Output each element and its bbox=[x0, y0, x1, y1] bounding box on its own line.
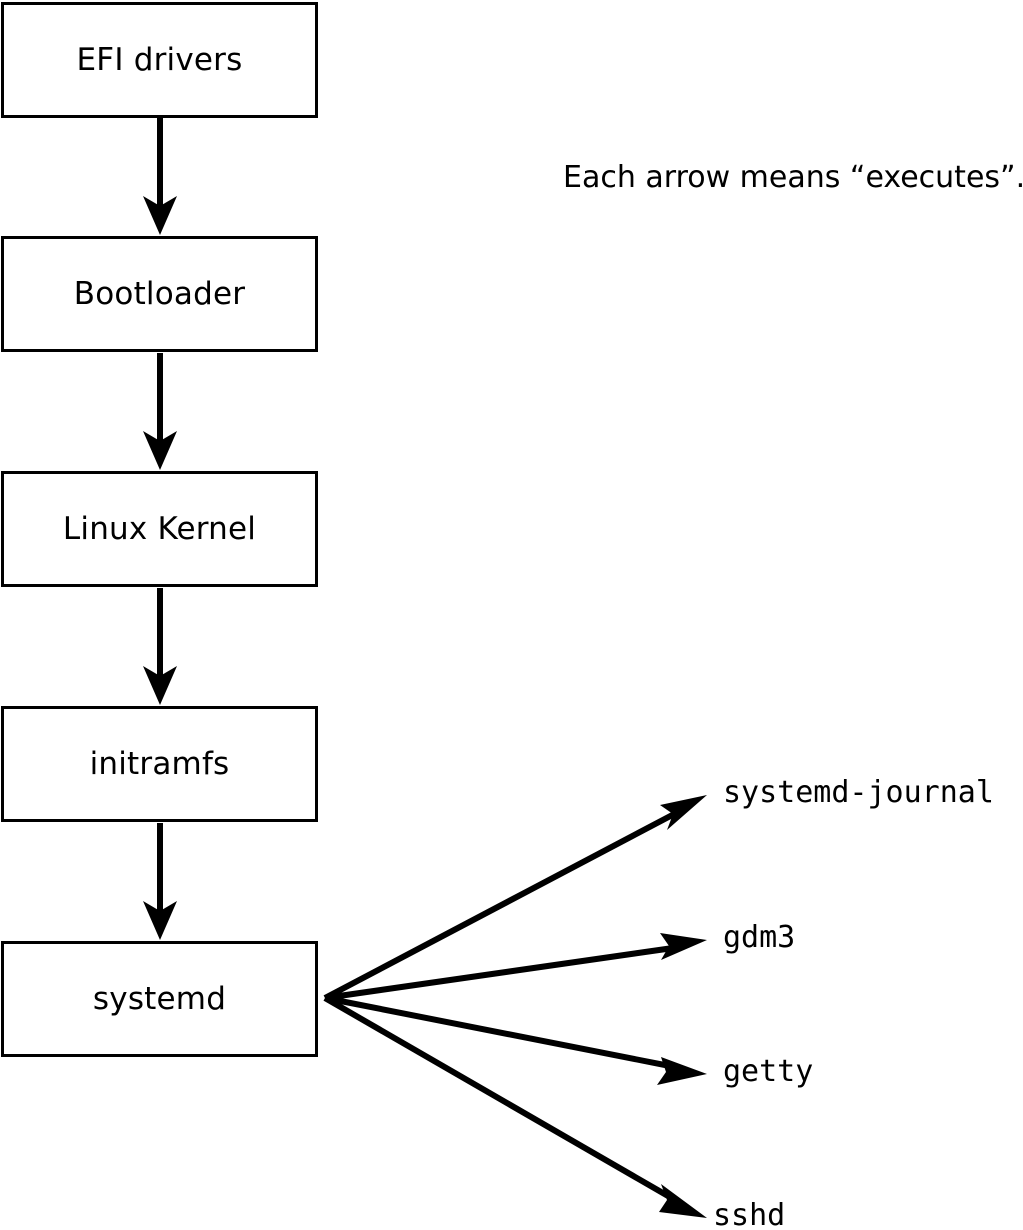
node-label-initramfs: initramfs bbox=[89, 745, 230, 782]
node-box-systemd[interactable]: systemd bbox=[1, 941, 318, 1057]
diagram-annotation: Each arrow means “executes”. bbox=[563, 160, 1023, 195]
node-box-bootloader[interactable]: Bootloader bbox=[1, 236, 318, 352]
node-label-systemd: systemd bbox=[92, 980, 227, 1017]
leaf-label-getty: getty bbox=[723, 1054, 814, 1089]
fanout-arrow-sshd bbox=[323, 995, 707, 1218]
leaf-label-gdm3: gdm3 bbox=[723, 920, 796, 955]
node-box-linux-kernel[interactable]: Linux Kernel bbox=[1, 471, 318, 587]
node-box-initramfs[interactable]: initramfs bbox=[1, 706, 318, 822]
node-label-bootloader: Bootloader bbox=[73, 275, 246, 312]
fanout-arrow-systemd-journal bbox=[323, 795, 707, 1001]
fanout-arrow-getty bbox=[324, 995, 707, 1085]
leaf-label-sshd: sshd bbox=[713, 1198, 786, 1230]
chain-arrow-efi-to-bootloader bbox=[143, 118, 177, 235]
node-box-efi-drivers[interactable]: EFI drivers bbox=[1, 2, 318, 118]
fanout-arrow-gdm3 bbox=[324, 933, 707, 1001]
leaf-label-systemd-journal: systemd-journal bbox=[723, 775, 994, 810]
chain-arrow-bootloader-to-kernel bbox=[143, 353, 177, 470]
node-label-linux-kernel: Linux Kernel bbox=[62, 510, 257, 547]
node-label-efi-drivers: EFI drivers bbox=[76, 41, 243, 78]
chain-arrow-kernel-to-initramfs bbox=[143, 588, 177, 705]
chain-arrow-initramfs-to-systemd bbox=[143, 823, 177, 940]
